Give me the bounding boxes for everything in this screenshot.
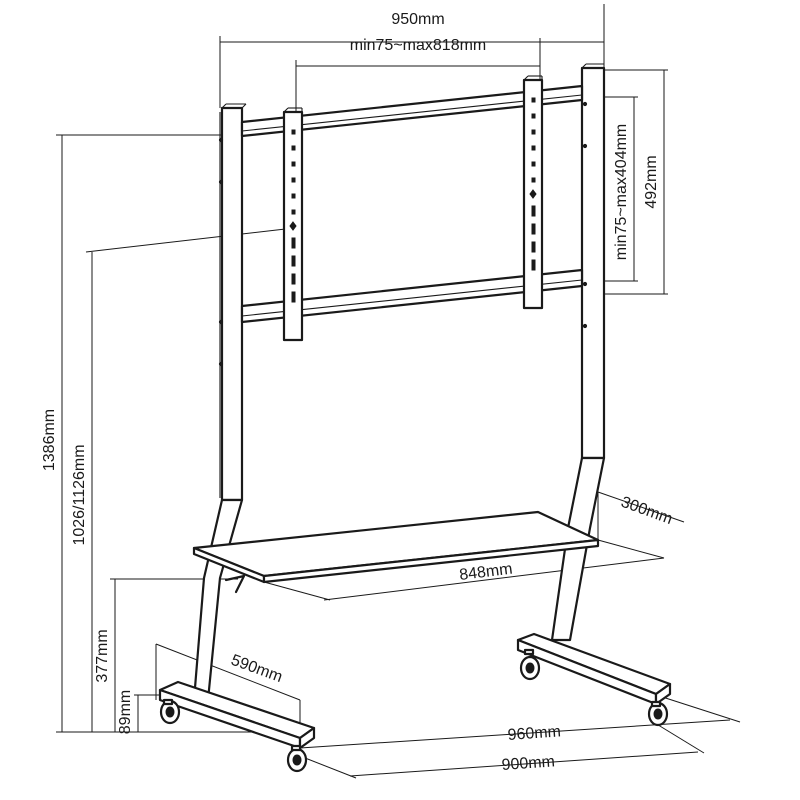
- left-column: [192, 103, 247, 702]
- shelf-width-label: 848mm: [458, 561, 513, 584]
- bracket-height-label: 492mm: [643, 155, 660, 208]
- base-inner-width-label: 900mm: [501, 753, 555, 774]
- vesa-bracket-left: [282, 107, 304, 342]
- right-column: [550, 63, 606, 642]
- vesa-bracket-right: [522, 75, 544, 310]
- base-depth-label: 590mm: [229, 652, 285, 686]
- vesa-horizontal-label: min75~max818mm: [350, 37, 487, 54]
- center-height-label: 1026/1126mm: [71, 444, 88, 545]
- tv-stand: [158, 63, 672, 773]
- shelf: [192, 510, 600, 594]
- base-outer-width-label: 960mm: [507, 723, 561, 744]
- mount-rails: [240, 84, 584, 324]
- total-height-label: 1386mm: [41, 409, 58, 471]
- left-base: [158, 680, 316, 773]
- right-base: [516, 632, 672, 727]
- base-height-label: 89mm: [117, 690, 134, 734]
- shelf-depth-label: 300mm: [619, 494, 675, 528]
- shelf-height-label: 377mm: [94, 629, 111, 682]
- vesa-vertical-label: min75~max404mm: [613, 124, 630, 261]
- overall-width-label: 950mm: [391, 11, 444, 28]
